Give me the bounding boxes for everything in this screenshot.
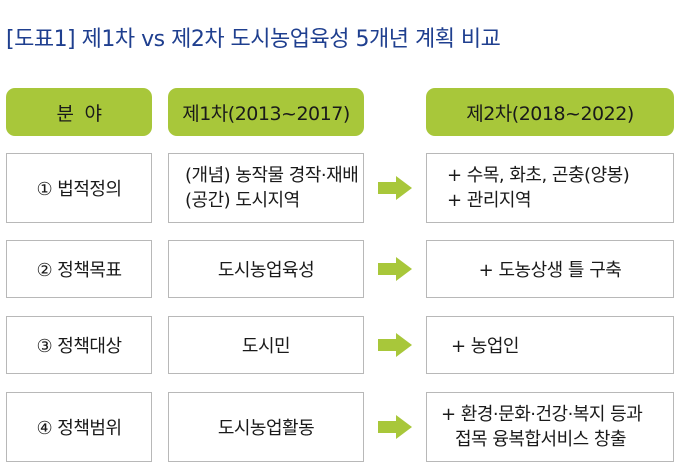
row-4-second-line-2: 접목 융복합서비스 창출 (455, 429, 627, 450)
row-2-second: + 도농상생 틀 구축 (426, 240, 674, 298)
row-1-category: ① 법적정의 (6, 153, 152, 223)
row-4-second-line-1: + 환경·문화·건강·복지 등과 (441, 404, 643, 425)
row-4-category: ④ 정책범위 (6, 392, 152, 462)
row-3-first: 도시민 (168, 316, 364, 374)
row-4-first: 도시농업활동 (168, 392, 364, 462)
row-1-first-line-1: (개념) 농작물 경작·재배 (185, 165, 359, 186)
row-3-category: ③ 정책대상 (6, 316, 152, 374)
row-2-category: ② 정책목표 (6, 240, 152, 298)
row-1-first: (개념) 농작물 경작·재배 (공간) 도시지역 (168, 153, 364, 223)
right-arrow-icon (378, 257, 412, 281)
row-1-first-line-2: (공간) 도시지역 (185, 190, 300, 211)
row-1-second-line-1: + 수목, 화초, 곤충(양봉) (447, 165, 630, 186)
row-1-second-line-2: + 관리지역 (447, 190, 532, 211)
header-category: 분 야 (6, 88, 152, 136)
row-4-second: + 환경·문화·건강·복지 등과 접목 융복합서비스 창출 (426, 392, 674, 462)
right-arrow-icon (378, 415, 412, 439)
right-arrow-icon (378, 176, 412, 200)
row-3-second: + 농업인 (426, 316, 674, 374)
row-2-first: 도시농업육성 (168, 240, 364, 298)
row-3-second-text: + 농업인 (451, 336, 519, 357)
row-1-second: + 수목, 화초, 곤충(양봉) + 관리지역 (426, 153, 674, 223)
header-second-plan: 제2차(2018~2022) (426, 88, 674, 136)
header-first-plan: 제1차(2013~2017) (168, 88, 364, 136)
table-title: [도표1] 제1차 vs 제2차 도시농업육성 5개년 계획 비교 (6, 27, 501, 52)
right-arrow-icon (378, 333, 412, 357)
